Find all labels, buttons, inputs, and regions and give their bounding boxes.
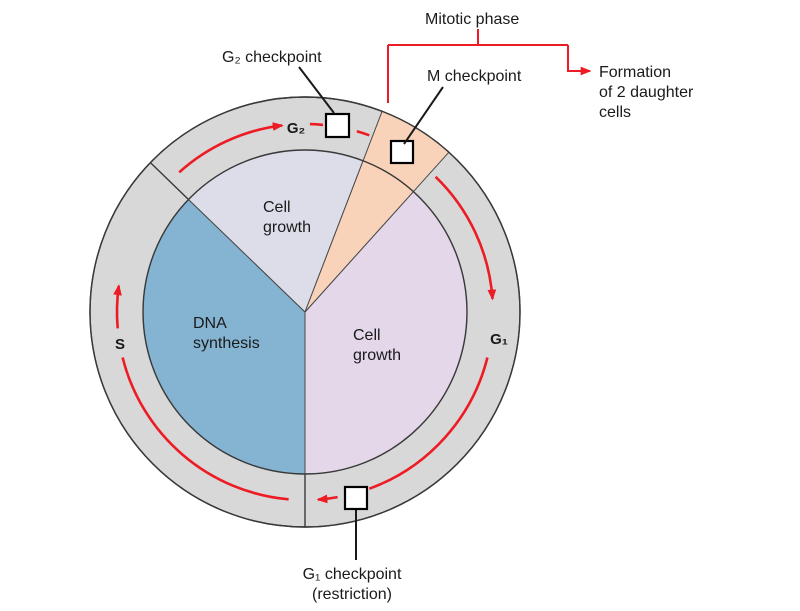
m-checkpoint-callout-line bbox=[403, 86, 444, 145]
cycle-arrow-toward-g2 bbox=[178, 122, 284, 174]
cycle-arc-checkpoint-to-mphase bbox=[356, 130, 370, 137]
g1-cell-growth-label-line2: growth bbox=[353, 347, 401, 364]
mitotic-phase-label: Mitotic phase bbox=[425, 11, 519, 28]
g2-checkpoint-marker bbox=[324, 112, 351, 139]
s-g2-ring-divider bbox=[149, 162, 189, 201]
formation-label-line2: of 2 daughter bbox=[599, 84, 694, 101]
g1-checkpoint-label-line1: G₁ checkpoint bbox=[303, 566, 402, 583]
mitotic-bracket-formation-arrow bbox=[567, 45, 592, 76]
cycle-arc-g2-to-checkpoint bbox=[309, 122, 324, 127]
g2-cell-growth-label-line1: Cell bbox=[263, 199, 291, 216]
formation-label-line3: cells bbox=[599, 104, 631, 121]
cycle-arrow-past-s bbox=[113, 284, 122, 329]
g1-checkpoint-marker bbox=[343, 485, 369, 511]
cycle-arc-toward-s bbox=[121, 357, 289, 501]
formation-label-line1: Formation bbox=[599, 64, 671, 81]
cycle-arrow-toward-g1 bbox=[434, 175, 497, 301]
m-checkpoint-label: M checkpoint bbox=[427, 68, 522, 85]
s-ring-label: S bbox=[115, 336, 125, 353]
g2-checkpoint-callout-line bbox=[298, 66, 335, 114]
g2-cell-growth-label-line2: growth bbox=[263, 219, 311, 236]
g2-checkpoint-label: G₂ checkpoint bbox=[222, 49, 322, 66]
dna-synthesis-label-line1: DNA bbox=[193, 315, 227, 332]
g1-ring-label: G₁ bbox=[490, 331, 508, 348]
cycle-arc-g1-to-checkpoint bbox=[368, 357, 489, 490]
cycle-arrow-bottom bbox=[316, 494, 338, 504]
dna-synthesis-label-line2: synthesis bbox=[193, 335, 260, 352]
m-checkpoint-marker bbox=[389, 139, 415, 165]
g2-ring-label: G₂ bbox=[287, 120, 305, 137]
g1-checkpoint-label-line2: (restriction) bbox=[312, 586, 392, 603]
g1-cell-growth-label-line1: Cell bbox=[353, 327, 381, 344]
